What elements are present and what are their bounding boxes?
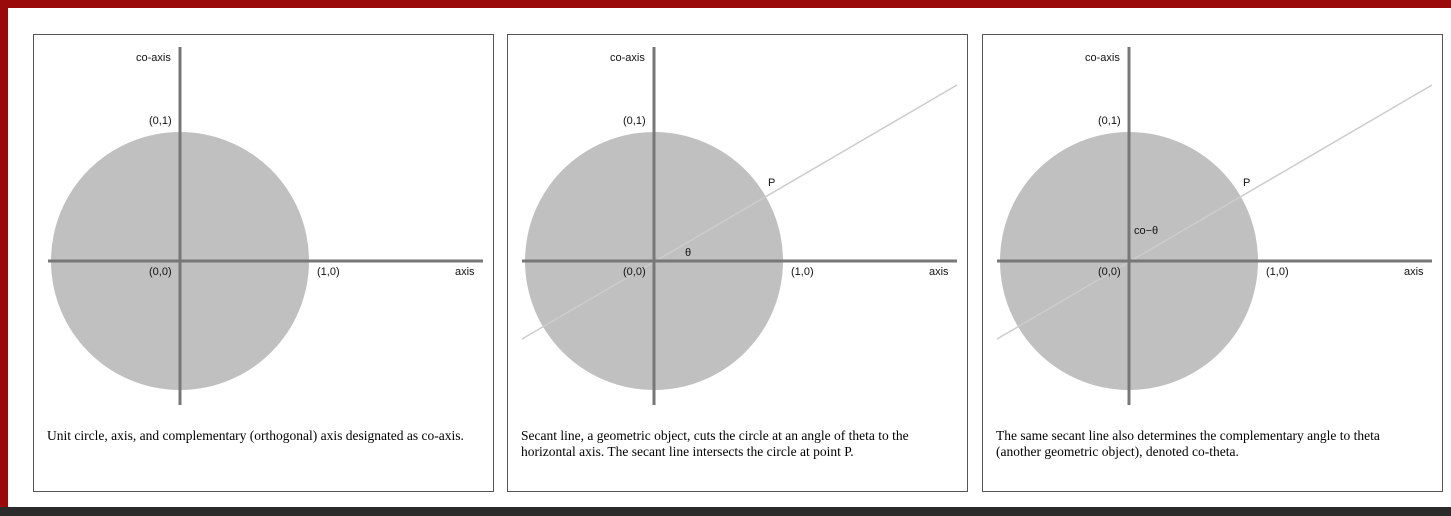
origin-label: (0,0): [1098, 266, 1121, 278]
axis-label: axis: [1404, 266, 1424, 278]
co-axis-label: co-axis: [1085, 52, 1120, 64]
point-1-0-label: (1,0): [791, 266, 814, 278]
unit-circle-diagram: co-axis (0,1) (0,0) (1,0) axis: [48, 47, 483, 405]
panel-unit-circle: co-axis (0,1) (0,0) (1,0) axis Unit circ…: [33, 34, 494, 492]
point-1-0-label: (1,0): [1266, 266, 1289, 278]
co-axis-label: co-axis: [610, 52, 645, 64]
axis-label: axis: [455, 266, 475, 278]
origin-label: (0,0): [149, 266, 172, 278]
co-axis-label: co-axis: [136, 52, 171, 64]
co-theta-diagram: co-axis (0,1) (0,0) (1,0) axis P co−θ: [996, 47, 1433, 405]
panel-co-theta: co-axis (0,1) (0,0) (1,0) axis P co−θ Th…: [982, 34, 1443, 492]
point-p-label: P: [768, 177, 775, 189]
secant-diagram: co-axis (0,1) (0,0) (1,0) axis P θ: [521, 47, 958, 405]
panel-secant-line: co-axis (0,1) (0,0) (1,0) axis P θ Secan…: [507, 34, 968, 492]
theta-label: θ: [685, 247, 691, 259]
content-area: co-axis (0,1) (0,0) (1,0) axis Unit circ…: [8, 8, 1451, 507]
point-0-1-label: (0,1): [623, 115, 646, 127]
point-0-1-label: (0,1): [1098, 115, 1121, 127]
axis-label: axis: [929, 266, 949, 278]
secant-line: [521, 84, 958, 340]
secant-line: [996, 84, 1433, 340]
origin-label: (0,0): [623, 266, 646, 278]
co-theta-label: co−θ: [1134, 225, 1158, 237]
panel-caption: The same secant line also determines the…: [996, 428, 1380, 459]
point-0-1-label: (0,1): [149, 115, 172, 127]
point-p-label: P: [1243, 177, 1250, 189]
panel-caption: Unit circle, axis, and complementary (or…: [47, 428, 464, 443]
point-1-0-label: (1,0): [317, 266, 340, 278]
panel-caption: Secant line, a geometric object, cuts th…: [521, 428, 909, 459]
